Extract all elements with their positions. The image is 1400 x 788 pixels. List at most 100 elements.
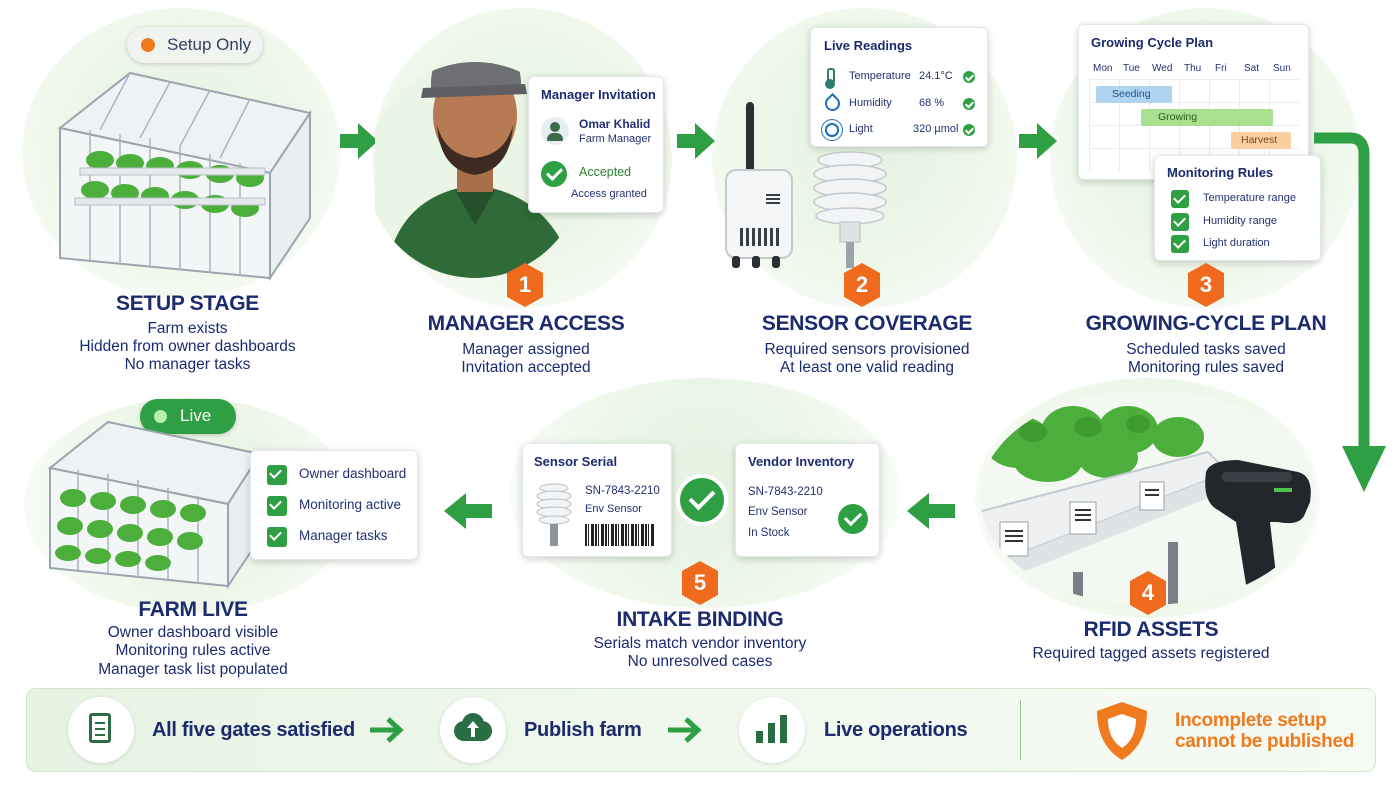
setup-stage-title: SETUP STAGE: [116, 292, 259, 315]
footer-live-operations-label: Live operations: [824, 719, 968, 741]
step-3-badge: [1188, 263, 1224, 307]
setup-only-badge: Setup Only: [127, 27, 263, 63]
manager-line-1: Manager assigned: [462, 341, 590, 358]
vendor-inventory-card: Vendor Inventory SN-7843-2210 Env Sensor…: [735, 443, 880, 557]
setup-line-1: Farm exists: [147, 320, 228, 337]
live-badge-label: Live: [180, 406, 212, 425]
vendor-sensor-type: Env Sensor: [748, 506, 808, 518]
rule-light: Light duration: [1203, 237, 1270, 249]
step-5-badge: [682, 561, 718, 605]
setup-line-3: No manager tasks: [124, 356, 251, 373]
invitation-card-title: Manager Invitation: [541, 87, 656, 102]
greenhouse-setup-illustration: [57, 71, 312, 282]
user-avatar-icon: [541, 117, 569, 145]
live-badge: Live: [140, 399, 236, 434]
phase-seeding: Seeding: [1096, 86, 1172, 103]
day-tue: Tue: [1123, 63, 1140, 74]
manager-invitation-card: Manager Invitation Omar Khalid Farm Mana…: [528, 76, 664, 213]
day-thu: Thu: [1184, 63, 1202, 74]
manager-name: Omar Khalid: [579, 117, 651, 131]
day-fri: Fri: [1215, 63, 1227, 74]
checkbox-checked-icon: [1171, 235, 1189, 253]
match-check-icon: [680, 478, 724, 522]
serial-number: SN-7843-2210: [585, 485, 660, 497]
live-line-1: Owner dashboard visible: [107, 624, 279, 641]
rfid-line-1: Required tagged assets registered: [1032, 645, 1270, 662]
phase-growing: Growing: [1141, 109, 1273, 126]
monitoring-rules-card: Monitoring Rules Temperature range Humid…: [1154, 155, 1321, 261]
arrow-right-icon: [340, 123, 378, 159]
manager-line-2: Invitation accepted: [461, 359, 591, 376]
day-wed: Wed: [1152, 63, 1173, 74]
growing-cycle-plan-title: GROWING-CYCLE PLAN: [1085, 312, 1327, 335]
invitation-status: Accepted: [579, 165, 632, 179]
step-1-badge: [507, 263, 543, 307]
arrow-left-icon: [907, 493, 955, 529]
day-sun: Sun: [1273, 63, 1291, 74]
arrow-right-icon: [677, 123, 715, 159]
iot-sensor-device-illustration: [725, 102, 887, 268]
step-2-number: 2: [855, 272, 869, 297]
live-status-card: Owner dashboard Monitoring active Manage…: [250, 450, 418, 560]
reading-label-humidity: Humidity: [849, 97, 892, 109]
reading-ok-icon: [963, 124, 975, 136]
reading-label-light: Light: [849, 123, 873, 135]
rfid-assets-title: RFID ASSETS: [1083, 618, 1219, 641]
vendor-card-title: Vendor Inventory: [748, 454, 855, 469]
checkbox-checked-icon: [1171, 213, 1189, 231]
vendor-stock-status: In Stock: [748, 527, 790, 539]
serial-sensor-type: Env Sensor: [585, 503, 642, 515]
intake-line-2: No unresolved cases: [627, 653, 773, 670]
live-check-owner-dashboard: Owner dashboard: [299, 466, 407, 481]
reading-value-light: 320 µmol: [913, 123, 959, 135]
live-line-3: Manager task list populated: [98, 661, 288, 678]
warning-line-1: Incomplete setup: [1175, 710, 1327, 731]
arrow-down-connector-icon: [1314, 132, 1386, 492]
vendor-serial-number: SN-7843-2210: [748, 486, 823, 498]
sensor-serial-card: Sensor Serial SN-7843-2210 Env Sensor: [522, 443, 672, 557]
footer-publish-label: Publish farm: [524, 719, 642, 741]
reading-ok-icon: [963, 71, 975, 83]
step-1-number: 1: [518, 272, 532, 297]
checkbox-checked-icon: [267, 465, 287, 485]
rule-humidity: Humidity range: [1203, 215, 1277, 227]
checklist-icon: [68, 697, 134, 763]
invitation-status-note: Access granted: [571, 188, 647, 200]
live-readings-card: Live Readings Temperature 24.1°C Humidit…: [810, 27, 988, 147]
in-stock-check-icon: [838, 504, 868, 534]
intake-binding-title: INTAKE BINDING: [616, 608, 784, 631]
checkbox-checked-icon: [267, 496, 287, 516]
live-check-manager-tasks: Manager tasks: [299, 528, 388, 543]
serial-card-title: Sensor Serial: [534, 454, 618, 469]
sensor-line-2: At least one valid reading: [779, 359, 955, 376]
arrow-right-icon: [668, 717, 702, 743]
arrow-right-icon: [1019, 123, 1057, 159]
step-4-badge: [1130, 571, 1166, 615]
rules-card-title: Monitoring Rules: [1167, 165, 1274, 180]
cycle-line-2: Monitoring rules saved: [1128, 359, 1284, 376]
intake-line-1: Serials match vendor inventory: [593, 635, 807, 652]
rule-temperature: Temperature range: [1203, 192, 1296, 204]
step-2-badge: [844, 263, 880, 307]
rfid-scanner-illustration: [980, 392, 1316, 605]
accepted-check-icon: [541, 161, 567, 187]
sensor-line-1: Required sensors provisioned: [764, 341, 970, 358]
sun-icon: [825, 123, 839, 137]
shield-warning-icon: [1097, 702, 1147, 760]
warning-line-2: cannot be published: [1175, 731, 1355, 752]
plan-card-title: Growing Cycle Plan: [1091, 35, 1214, 50]
bar-chart-icon: [739, 697, 805, 763]
growing-cycle-plan-card: Growing Cycle Plan Mon Tue Wed Thu Fri S…: [1078, 24, 1309, 180]
live-dot-icon: [154, 410, 167, 423]
setup-badge-label: Setup Only: [167, 35, 252, 54]
status-dot-icon: [141, 38, 155, 52]
setup-line-2: Hidden from owner dashboards: [79, 338, 296, 355]
step-4-number: 4: [1141, 580, 1155, 605]
footer-divider: [1020, 700, 1021, 760]
arrow-right-icon: [370, 717, 404, 743]
greenhouse-live-illustration: [47, 420, 262, 590]
reading-label-temperature: Temperature: [849, 70, 911, 82]
arrow-left-icon: [444, 493, 492, 529]
farm-live-title: FARM LIVE: [138, 598, 248, 621]
cloud-upload-icon: [440, 697, 506, 763]
